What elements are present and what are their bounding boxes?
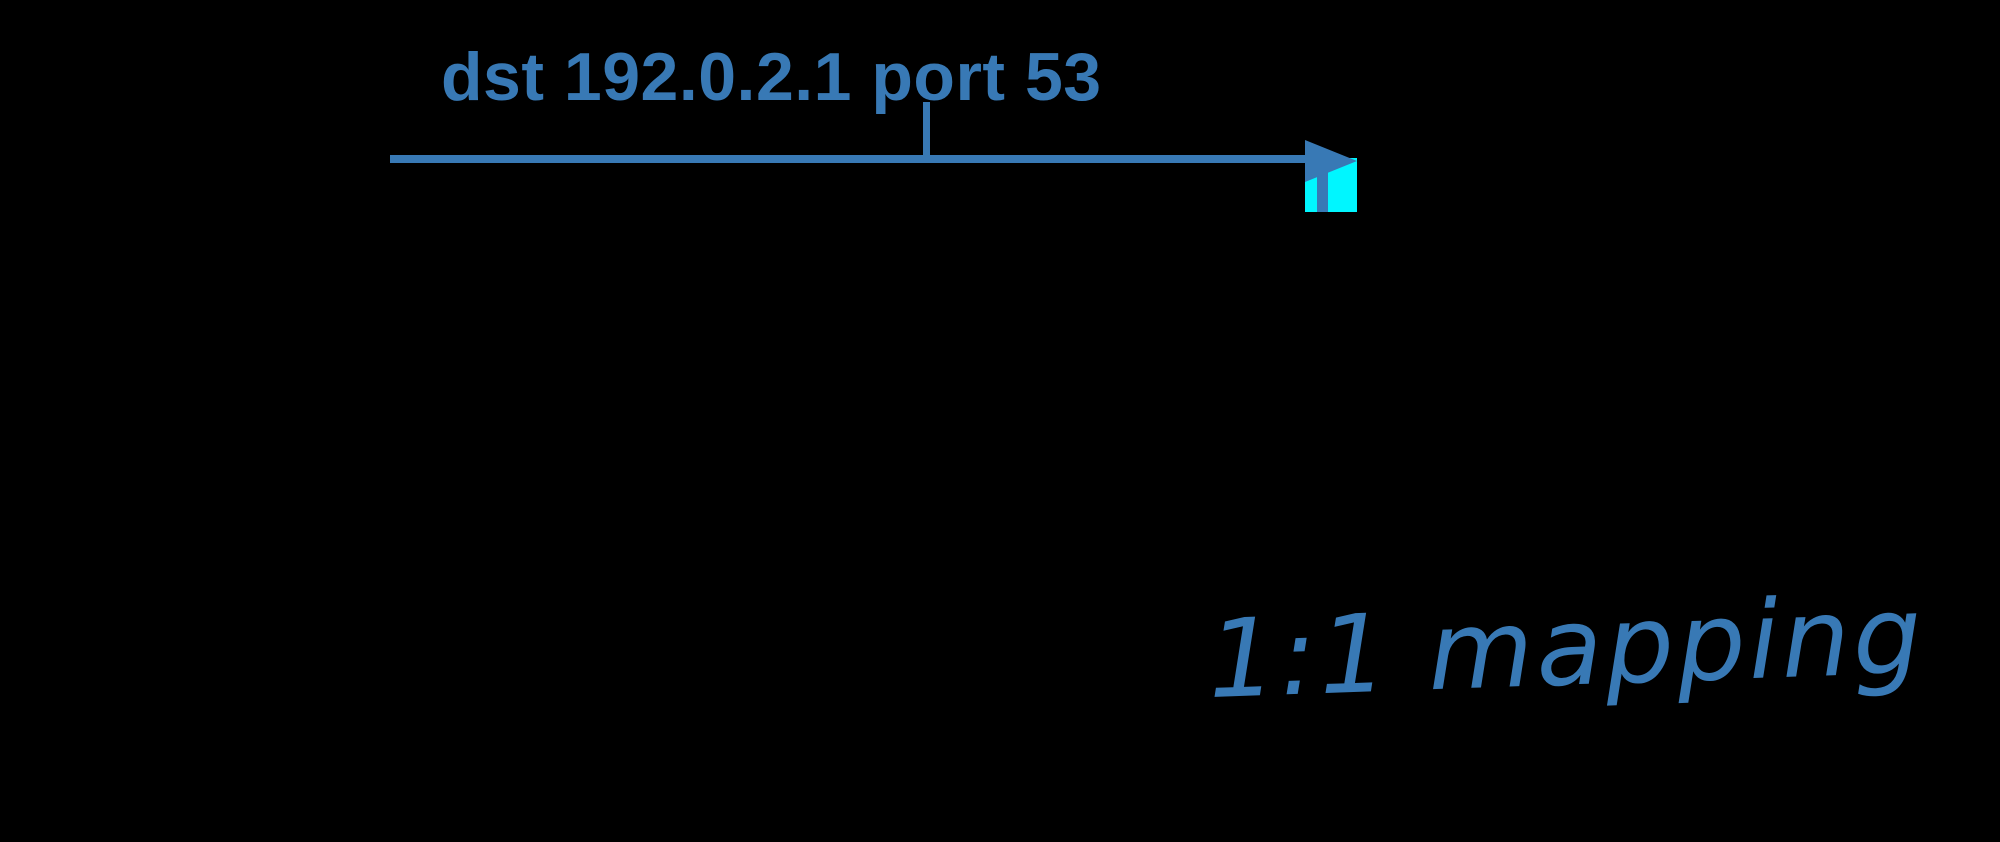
flow-filter-label: dst 192.0.2.1 port 53 — [441, 39, 1102, 115]
flow-arrow-line — [390, 155, 1312, 163]
backend-highlight-stripe — [1317, 158, 1328, 212]
mapping-annotation: 1:1 mapping — [1205, 573, 1927, 723]
label-connector-line — [923, 102, 930, 162]
